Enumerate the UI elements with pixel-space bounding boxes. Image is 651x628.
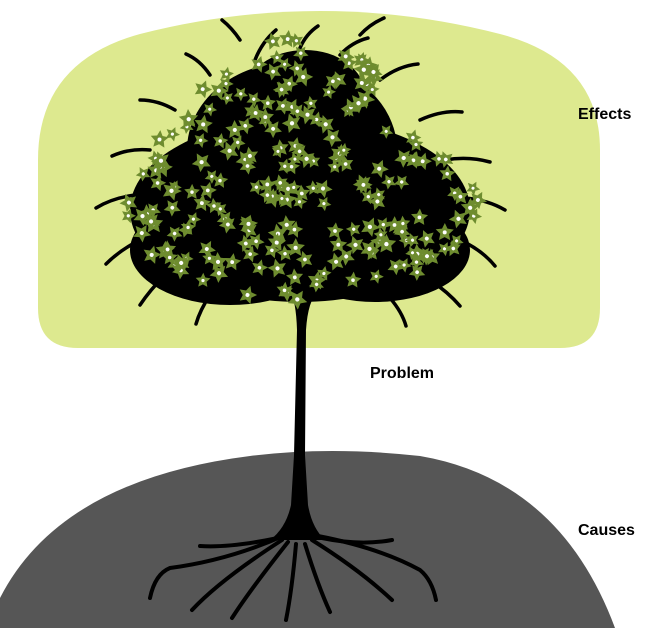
causes-label: Causes xyxy=(578,522,635,539)
effects-label: Effects xyxy=(578,106,632,123)
problem-label: Problem xyxy=(370,365,435,382)
